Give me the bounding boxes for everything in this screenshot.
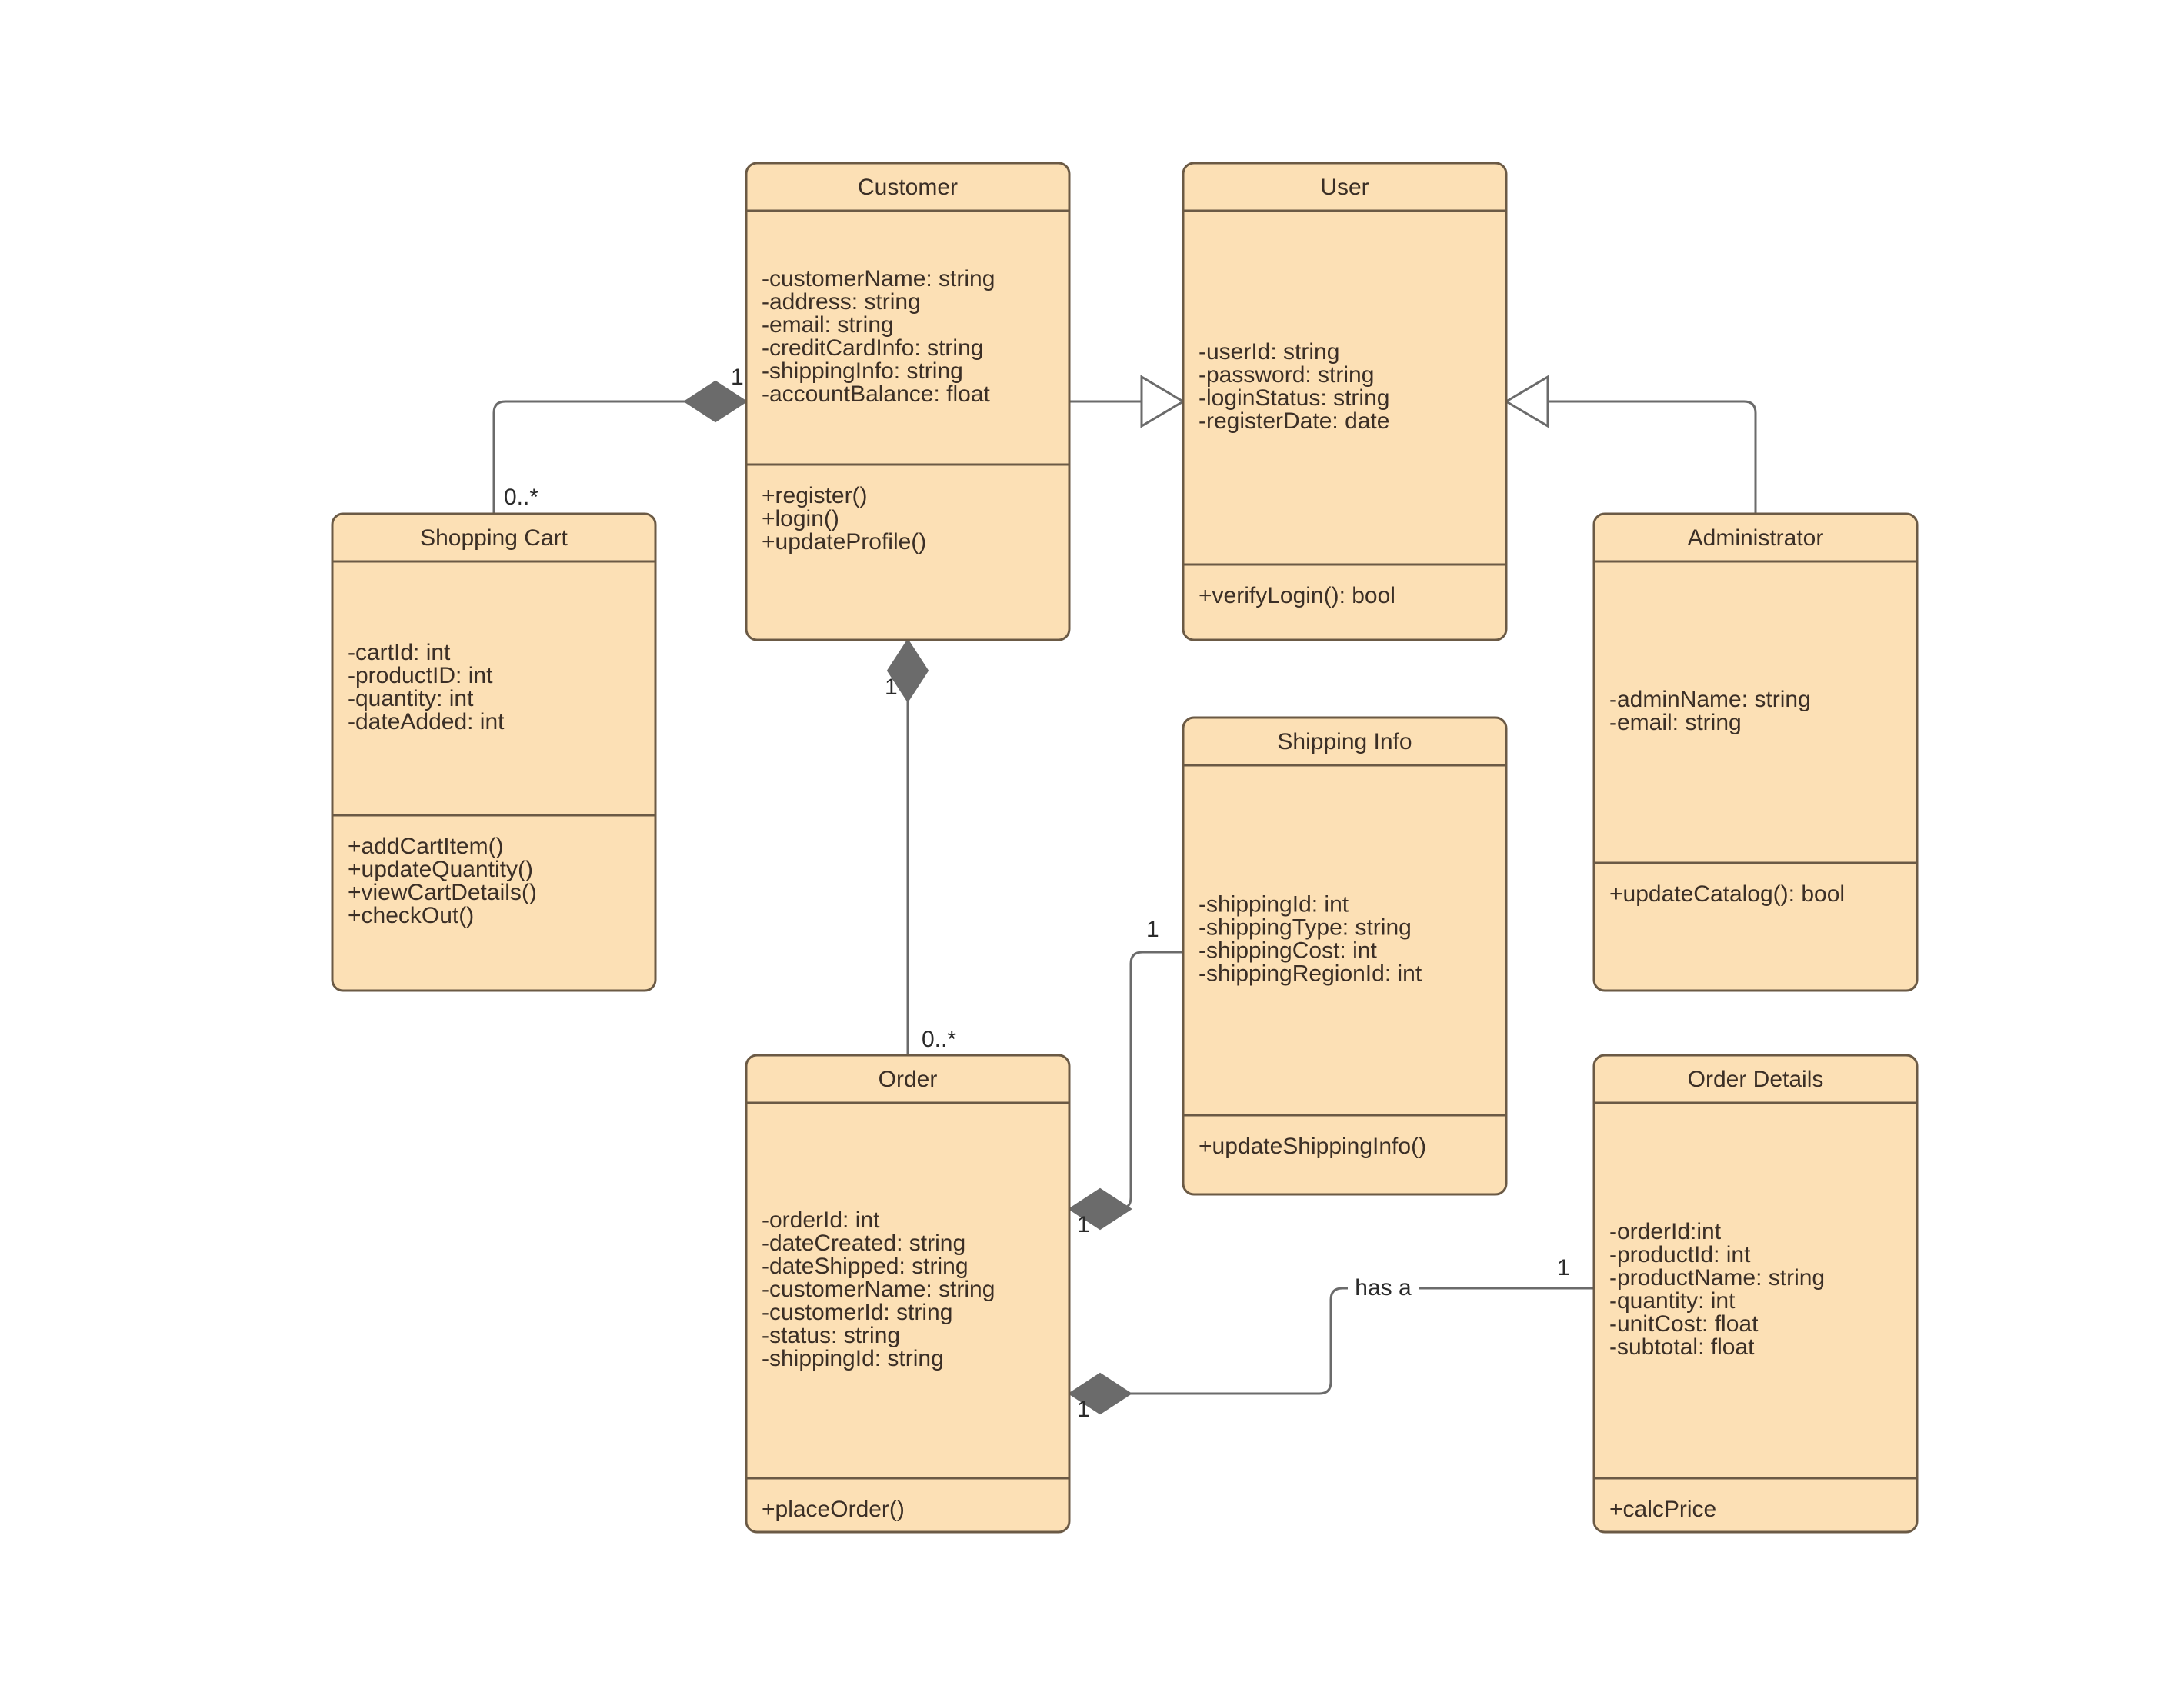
class-attribute: -email: string — [1609, 710, 1742, 735]
class-method: +register() — [762, 483, 868, 508]
class-attribute: -orderId: int — [762, 1207, 880, 1233]
connector-order-shippinginfo[interactable] — [1069, 951, 1183, 1211]
class-method: +placeOrder() — [762, 1497, 905, 1522]
class-box-body-shipping-info[interactable] — [1182, 716, 1508, 1196]
class-attribute: -subtotal: float — [1609, 1334, 1755, 1360]
class-attribute: -shippingCost: int — [1199, 938, 1377, 963]
class-method: +verifyLogin(): bool — [1199, 583, 1395, 608]
class-attribute: -password: string — [1199, 362, 1374, 388]
multiplicity-order-shipping-source: 1 — [1077, 1212, 1090, 1237]
class-method: +viewCartDetails() — [348, 880, 537, 905]
class-attribute: -status: string — [762, 1323, 900, 1348]
class-attribute: -dateAdded: int — [348, 709, 505, 734]
class-method: +calcPrice — [1609, 1497, 1716, 1522]
class-attribute: -dateShipped: string — [762, 1254, 969, 1279]
class-attribute: -orderId:int — [1609, 1219, 1722, 1244]
composition-diamond-customer-order — [886, 638, 929, 703]
class-attribute: -shippingRegionId: int — [1199, 961, 1422, 986]
class-box-body-order-details[interactable] — [1592, 1054, 1919, 1534]
class-attribute: -shippingId: string — [762, 1346, 944, 1371]
class-box-order[interactable]: Order -orderId: int-dateCreated: string-d… — [745, 1054, 1071, 1534]
connector-customer-shoppingcart[interactable] — [492, 400, 746, 514]
generalization-triangle-administrator-user — [1504, 375, 1549, 428]
multiplicity-order-details-source: 1 — [1077, 1397, 1090, 1422]
composition-diamond-order-orderdetails — [1068, 1372, 1132, 1415]
composition-diamond-customer-cart — [683, 380, 748, 423]
composition-diamond-order-shipping — [1068, 1187, 1132, 1231]
class-title-user: User — [1320, 175, 1369, 200]
connector-order-orderdetails[interactable] — [1069, 1287, 1594, 1395]
generalization-triangle-customer-user — [1140, 375, 1185, 428]
class-attribute: -unitCost: float — [1609, 1311, 1759, 1337]
class-attribute: -shippingInfo: string — [762, 358, 963, 384]
class-box-body-shopping-cart[interactable] — [331, 512, 657, 992]
class-box-body-administrator[interactable] — [1592, 512, 1919, 992]
class-attribute: -quantity: int — [348, 686, 474, 711]
class-method: +login() — [762, 506, 839, 531]
multiplicity-customer-cart-source: 1 — [731, 365, 744, 390]
class-attribute: -dateCreated: string — [762, 1231, 965, 1256]
class-box-layer: Customer-customerName: string-address: s… — [331, 162, 1919, 1534]
class-attribute: -creditCardInfo: string — [762, 335, 983, 361]
class-attribute: -cartId: int — [348, 640, 451, 665]
class-attribute: -customerName: string — [762, 266, 995, 291]
class-attribute: -shippingType: string — [1199, 914, 1412, 940]
class-attribute: -accountBalance: float — [762, 381, 991, 407]
class-attribute: -shippingId: int — [1199, 891, 1349, 917]
class-attribute: -address: string — [762, 289, 921, 315]
multiplicity-layer: 1 0..* 1 0..* 1 1 1 1 — [504, 365, 1570, 1422]
class-method: +updateShippingInfo() — [1199, 1134, 1426, 1159]
class-title-shopping-cart: Shopping Cart — [420, 525, 568, 551]
class-method: +checkOut() — [348, 903, 474, 928]
class-title-administrator: Administrator — [1688, 525, 1824, 551]
class-attribute: -userId: string — [1199, 339, 1339, 365]
class-attribute: -email: string — [762, 312, 894, 338]
class-attribute: -customerId: string — [762, 1300, 952, 1325]
connector-administrator-user[interactable] — [1548, 400, 1757, 514]
has-a-label-background — [1348, 1273, 1419, 1304]
multiplicity-order-shipping-target: 1 — [1146, 917, 1159, 942]
class-box-body-customer[interactable] — [745, 162, 1071, 641]
class-attribute: -productName: string — [1609, 1265, 1825, 1291]
class-attribute: -quantity: int — [1609, 1288, 1736, 1314]
class-attribute: -loginStatus: string — [1199, 385, 1389, 411]
multiplicity-order-details-target: 1 — [1557, 1255, 1570, 1281]
class-box-user[interactable]: User -userId: string-password: string-log… — [1182, 162, 1508, 641]
class-method: +updateProfile() — [762, 529, 926, 555]
class-title-shipping-info: Shipping Info — [1277, 729, 1412, 754]
class-box-customer[interactable]: Customer -customerName: string-address: s… — [745, 162, 1071, 641]
class-method: +updateQuantity() — [348, 857, 533, 882]
class-attribute: -productId: int — [1609, 1242, 1751, 1267]
class-attribute: -adminName: string — [1609, 687, 1811, 712]
multiplicity-customer-order-source: 1 — [885, 674, 898, 700]
class-method: +addCartItem() — [348, 834, 504, 859]
class-method: +updateCatalog(): bool — [1609, 881, 1845, 907]
class-box-body-order[interactable] — [745, 1054, 1071, 1534]
connector-layer: has a — [492, 375, 1757, 1415]
multiplicity-customer-cart-target: 0..* — [504, 485, 538, 510]
class-title-order: Order — [879, 1067, 938, 1092]
multiplicity-customer-order-target: 0..* — [922, 1027, 956, 1052]
class-attribute: -productID: int — [348, 663, 493, 688]
class-box-order-details[interactable]: Order Details -orderId:int-productId: int… — [1592, 1054, 1919, 1534]
class-attribute: -registerDate: date — [1199, 408, 1389, 434]
class-box-shipping-info[interactable]: Shipping Info -shippingId: int-shippingTy… — [1182, 716, 1508, 1196]
class-title-order-details: Order Details — [1688, 1067, 1824, 1092]
class-title-customer: Customer — [858, 175, 958, 200]
class-attribute: -customerName: string — [762, 1277, 995, 1302]
class-box-body-user[interactable] — [1182, 162, 1508, 641]
class-box-shopping-cart[interactable]: Shopping Cart -cartId: int-productID: int… — [331, 512, 657, 992]
class-box-administrator[interactable]: Administrator -adminName: string-email: s… — [1592, 512, 1919, 992]
edge-label-has-a: has a — [1355, 1275, 1412, 1301]
